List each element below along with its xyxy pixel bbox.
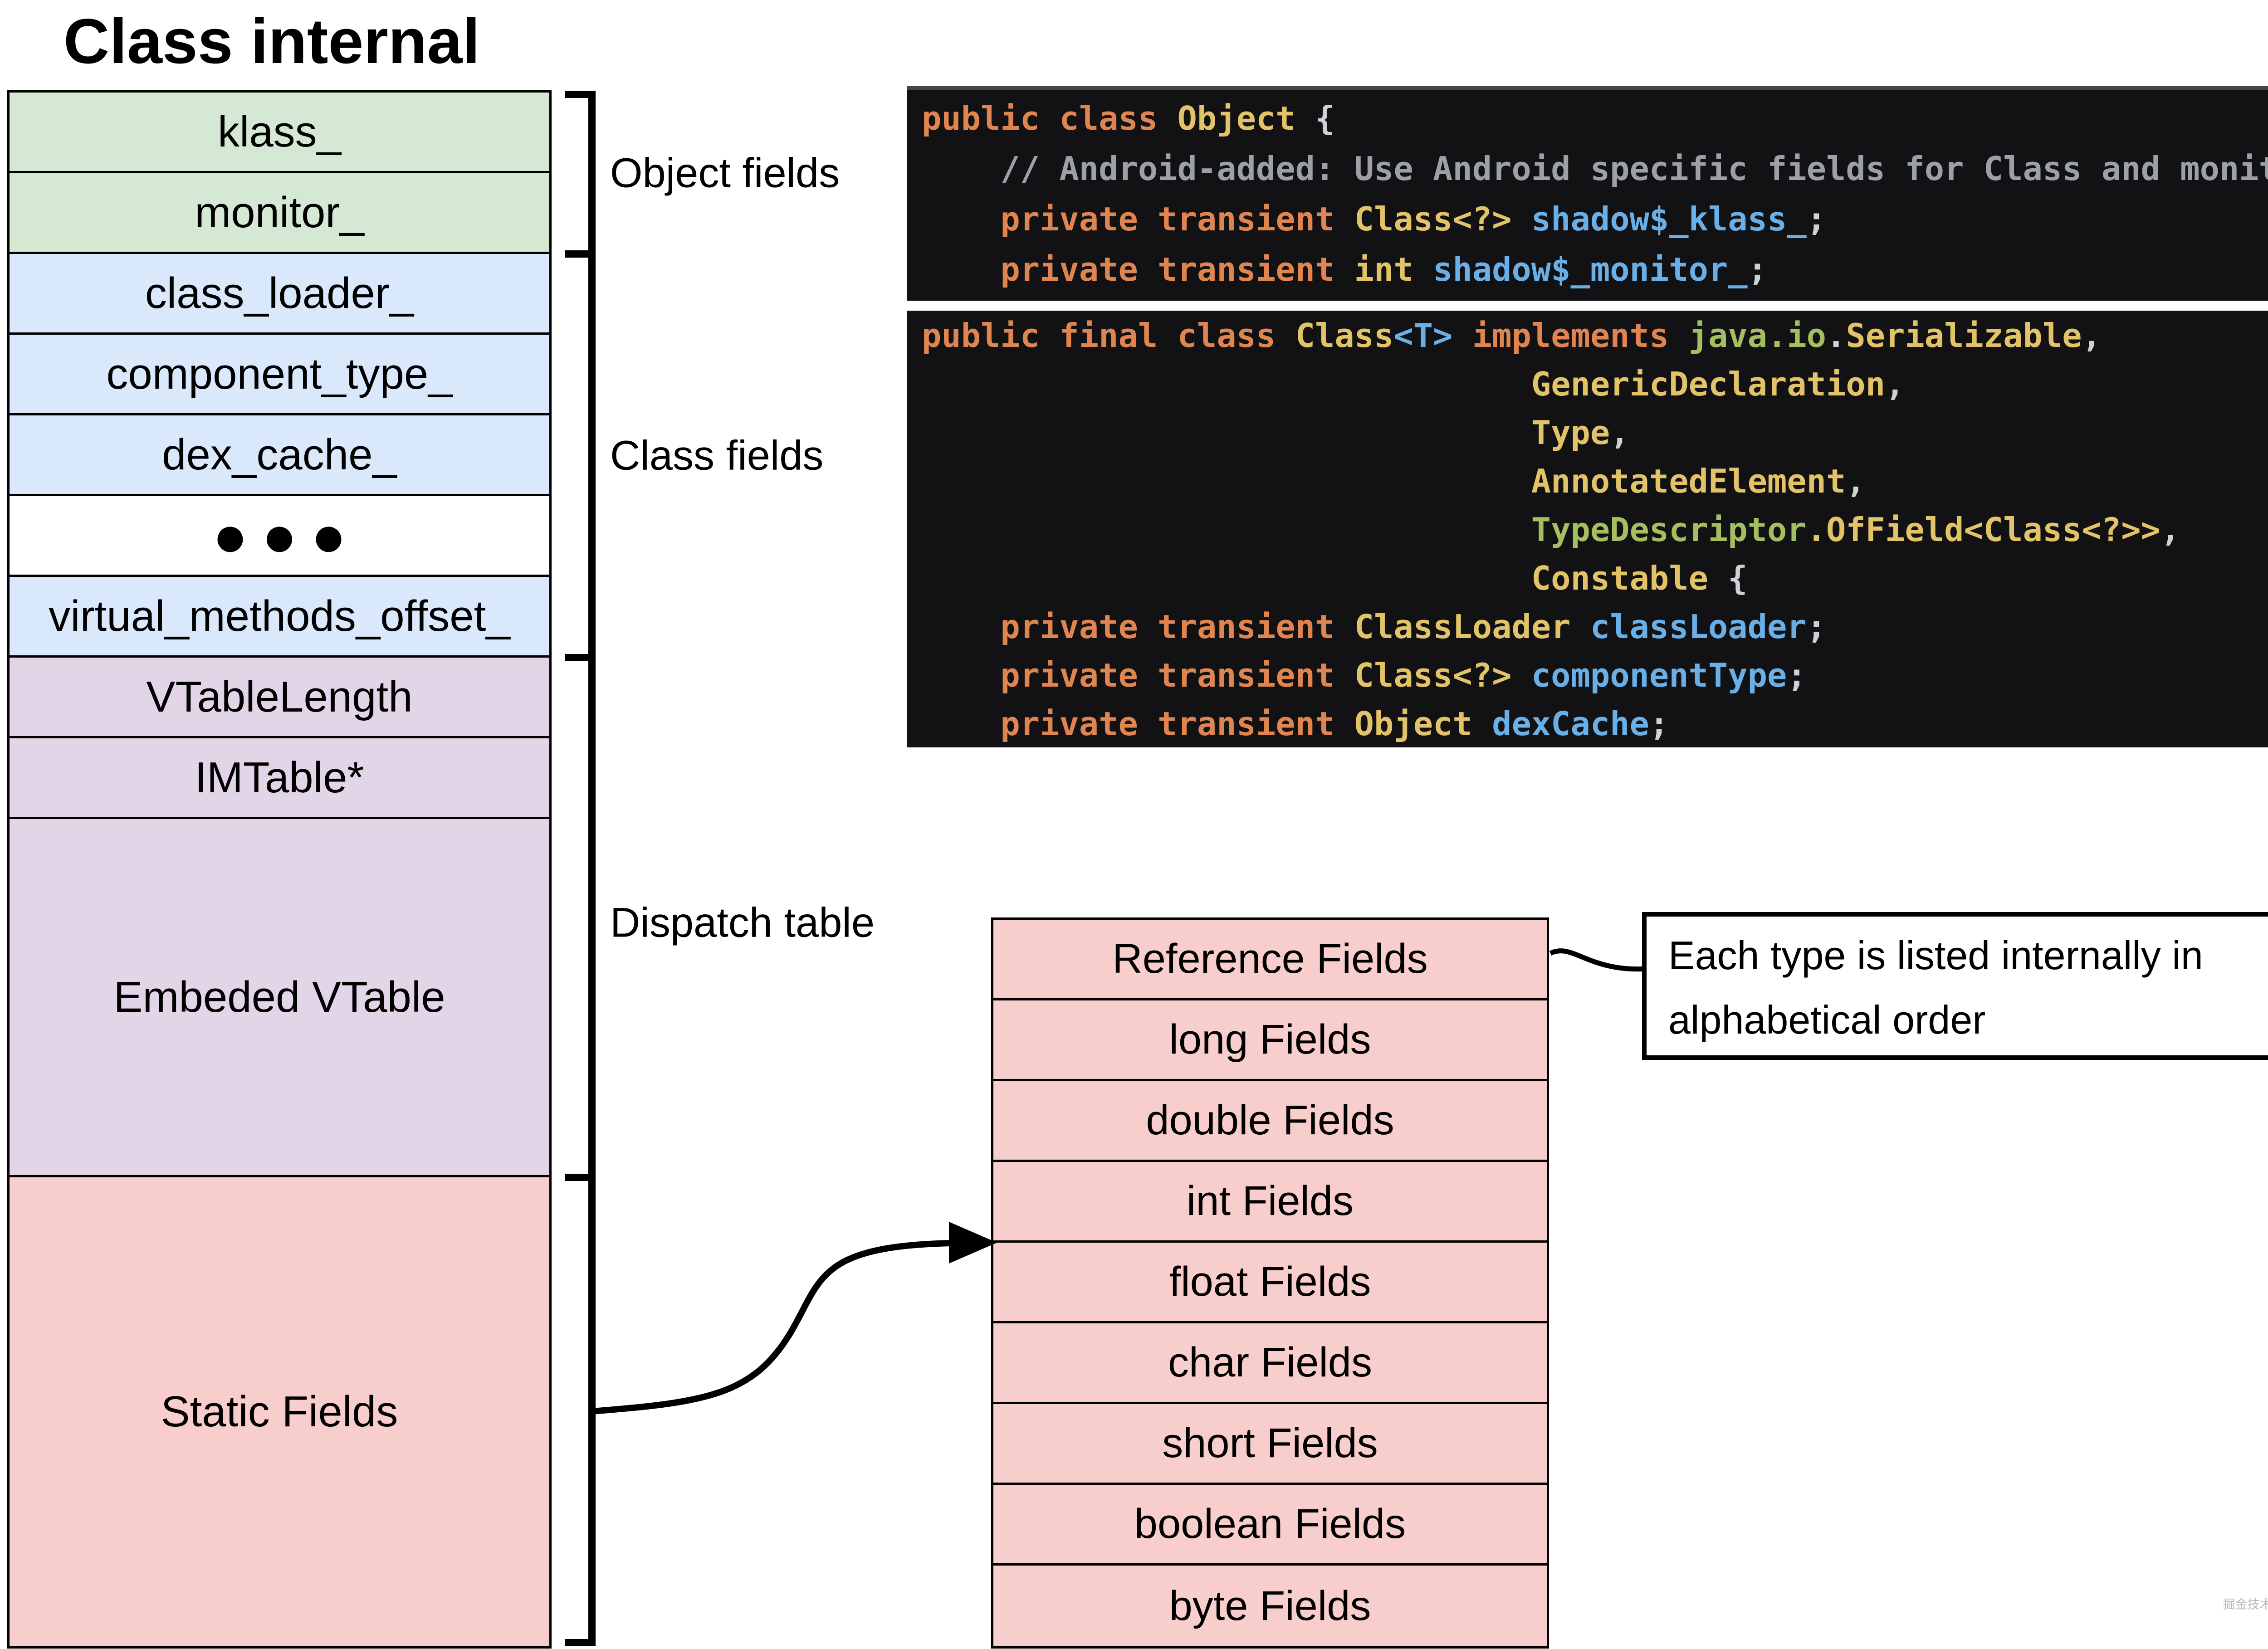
fields-row: char Fields xyxy=(993,1323,1547,1404)
code-line: GenericDeclaration, xyxy=(1531,365,1905,403)
fields-row: short Fields xyxy=(993,1404,1547,1485)
section-label-object-fields: Object fields xyxy=(610,150,840,196)
code-line: // Android-added: Use Android specific f… xyxy=(1000,150,2268,188)
code-line: TypeDescriptor.OfField<Class<?>>, xyxy=(1531,511,2180,549)
memory-row: monitor_ xyxy=(10,173,549,254)
section-bracket xyxy=(565,91,596,1646)
memory-row: Embeded VTable xyxy=(10,819,549,1177)
memory-row: component_type_ xyxy=(10,335,549,415)
page-title: Class internal xyxy=(64,5,480,77)
code-line: Type, xyxy=(1531,414,1630,452)
memory-row: dex_cache_ xyxy=(10,415,549,496)
note-line: Each type is listed internally in xyxy=(1668,933,2203,978)
memory-row: Static Fields xyxy=(10,1177,549,1646)
memory-row: class_loader_ xyxy=(10,254,549,335)
code-line: private transient Class<?> shadow$_klass… xyxy=(1000,200,1827,238)
arrowhead-icon xyxy=(949,1222,997,1264)
fields-row: boolean Fields xyxy=(993,1485,1547,1566)
note-text: Each type is listed internally in alphab… xyxy=(1668,923,2268,1052)
memory-row: ●●● xyxy=(10,496,549,577)
code-line: Constable { xyxy=(1531,559,1748,597)
watermark: 掘金技术社区 @ 芦半山 xyxy=(2223,1598,2268,1611)
code-block-class-class: public final class Class<T> implements j… xyxy=(907,311,2268,747)
fields-row: int Fields xyxy=(993,1162,1547,1243)
fields-row: byte Fields xyxy=(993,1566,1547,1646)
memory-row: VTableLength xyxy=(10,658,549,738)
arrow-static-to-fields xyxy=(591,1240,952,1415)
code-line: public final class Class<T> implements j… xyxy=(922,317,2102,355)
code-line: private transient Object dexCache; xyxy=(1000,705,1669,743)
note-line: alphabetical order xyxy=(1668,997,1986,1042)
code-line: private transient ClassLoader classLoade… xyxy=(1000,608,1827,646)
memory-row: IMTable* xyxy=(10,738,549,819)
memory-layout-table: klass_monitor_class_loader_component_typ… xyxy=(7,90,552,1649)
arrow-reference-to-note xyxy=(1549,948,1659,972)
fields-row: long Fields xyxy=(993,1000,1547,1081)
code-line: public class Object { xyxy=(922,99,1335,137)
memory-row: virtual_methods_offset_ xyxy=(10,577,549,658)
code-line: private transient Class<?> componentType… xyxy=(1000,656,1807,694)
fields-row: float Fields xyxy=(993,1243,1547,1323)
code-line: private transient int shadow$_monitor_; xyxy=(1000,250,1767,288)
memory-row: klass_ xyxy=(10,93,549,173)
fields-row: double Fields xyxy=(993,1081,1547,1162)
fields-row: Reference Fields xyxy=(993,920,1547,1000)
code-block-object-class: public class Object { // Android-added: … xyxy=(907,86,2268,301)
code-line: AnnotatedElement, xyxy=(1531,462,1866,500)
section-label-dispatch-table: Dispatch table xyxy=(610,899,875,946)
section-label-class-fields: Class fields xyxy=(610,432,824,479)
